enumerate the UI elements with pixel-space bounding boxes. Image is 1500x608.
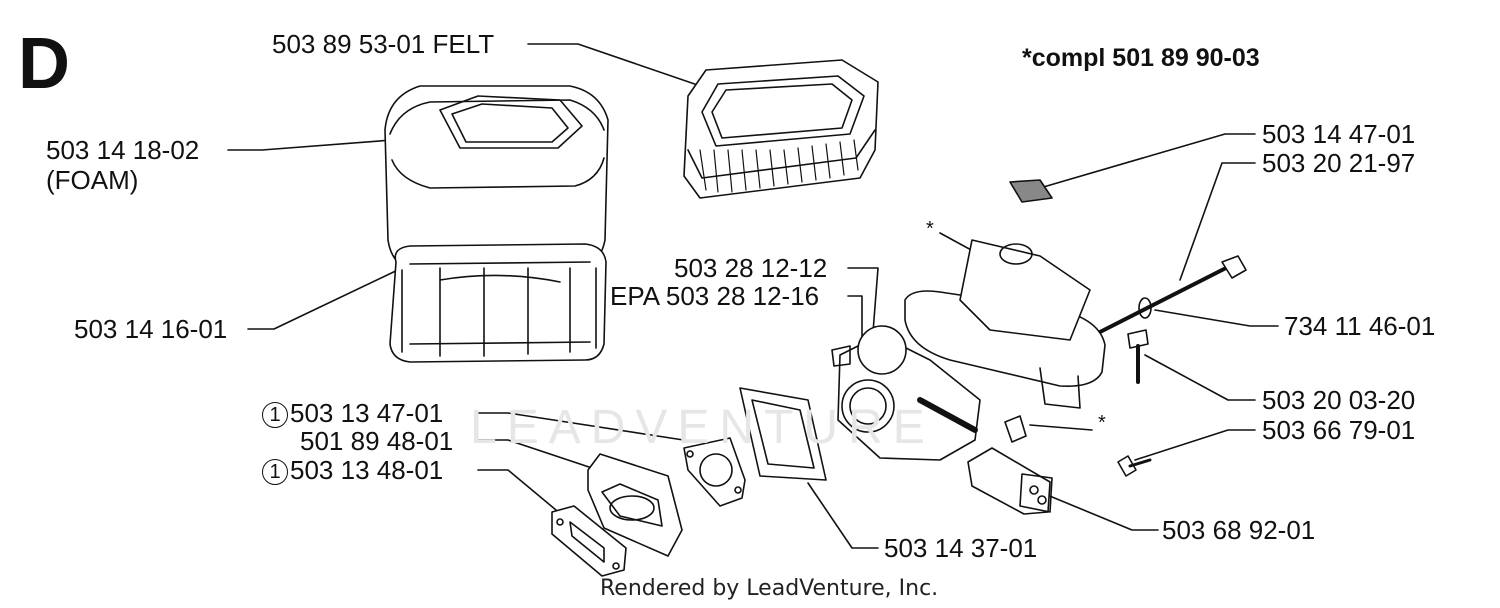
- label-foam-note: (FOAM): [46, 165, 139, 195]
- label-short-bolt[interactable]: 503 20 03-20: [1262, 385, 1416, 415]
- label-small-gasket[interactable]: 503 14 47-01: [1262, 119, 1416, 149]
- gasket-1348-drawing: [551, 505, 627, 577]
- label-washer[interactable]: 734 11 46-01: [1284, 311, 1436, 341]
- label-foam-filter[interactable]: 503 14 18-02: [46, 135, 200, 165]
- label-carburetor-epa[interactable]: EPA 503 28 12-16: [610, 281, 820, 311]
- section-letter: D: [18, 24, 70, 104]
- felt-filter-drawing: [683, 59, 879, 199]
- carb-cover-drawing: [904, 239, 1106, 409]
- label-long-bolt[interactable]: 503 20 21-97: [1262, 148, 1416, 178]
- watermark: LEADVENTURE: [470, 401, 935, 454]
- insulator-block-drawing: [587, 453, 683, 557]
- note-circle-2: 1: [262, 459, 288, 485]
- small-gasket-drawing: [1009, 179, 1053, 203]
- fitting-drawing: [1004, 415, 1027, 443]
- long-bolt-drawing: [1098, 255, 1247, 334]
- footer-credit: Rendered by LeadVenture, Inc.: [600, 576, 939, 601]
- large-gasket-drawing: [739, 387, 827, 481]
- leader-lines: [227, 43, 1279, 549]
- asterisk-cover: *: [926, 218, 934, 240]
- filter-frame-drawing: [389, 243, 607, 363]
- label-large-gasket[interactable]: 503 14 37-01: [884, 533, 1038, 563]
- note-circle-1: 1: [262, 402, 288, 428]
- asterisk-fitting: *: [1098, 412, 1106, 434]
- label-intake-manifold[interactable]: 503 68 92-01: [1162, 515, 1316, 545]
- label-felt-filter[interactable]: 503 89 53-01 FELT: [272, 29, 495, 59]
- label-filter-frame[interactable]: 503 14 16-01: [74, 314, 228, 344]
- small-screw-drawing: [1117, 455, 1152, 477]
- carburetor-drawing: [831, 325, 981, 461]
- kit-note: *compl 501 89 90-03: [1022, 44, 1260, 72]
- label-insulator-block[interactable]: 501 89 48-01: [300, 426, 454, 456]
- intake-manifold-drawing: [967, 447, 1053, 515]
- short-bolt-drawing: [1127, 329, 1149, 384]
- gasket-1347-drawing: [683, 437, 746, 507]
- label-small-screw[interactable]: 503 66 79-01: [1262, 415, 1416, 445]
- label-carburetor[interactable]: 503 28 12-12: [674, 253, 828, 283]
